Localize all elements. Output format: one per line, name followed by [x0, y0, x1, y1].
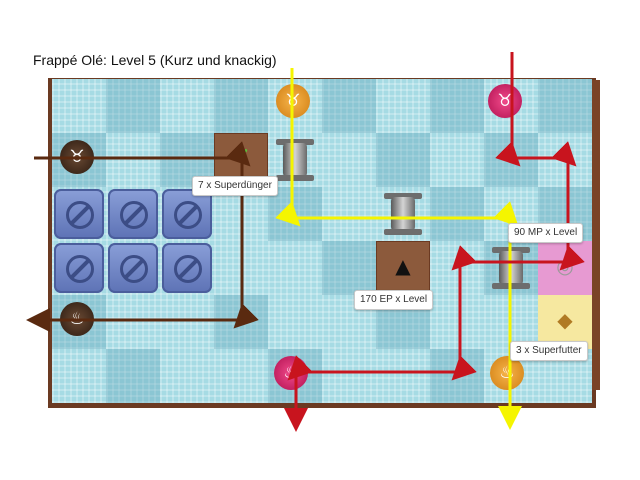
reward-label-fertilizer: 7 x Superdünger [192, 176, 278, 196]
red-path-arrow [284, 52, 585, 432]
board-right-edge [590, 80, 600, 390]
reward-label-superfood: 3 x Superfutter [510, 341, 588, 361]
level-title: Frappé Olé: Level 5 (Kurz und knackig) [33, 52, 277, 68]
reward-label-mp: 90 MP x Level [508, 223, 584, 243]
brown-path-arrow [26, 141, 259, 332]
reward-label-ep: 170 EP x Level [354, 290, 434, 310]
cow-icon: ♉ [497, 91, 513, 111]
yellow-path-arrow [275, 68, 522, 430]
cow-start-pink: ♉ [488, 84, 522, 118]
